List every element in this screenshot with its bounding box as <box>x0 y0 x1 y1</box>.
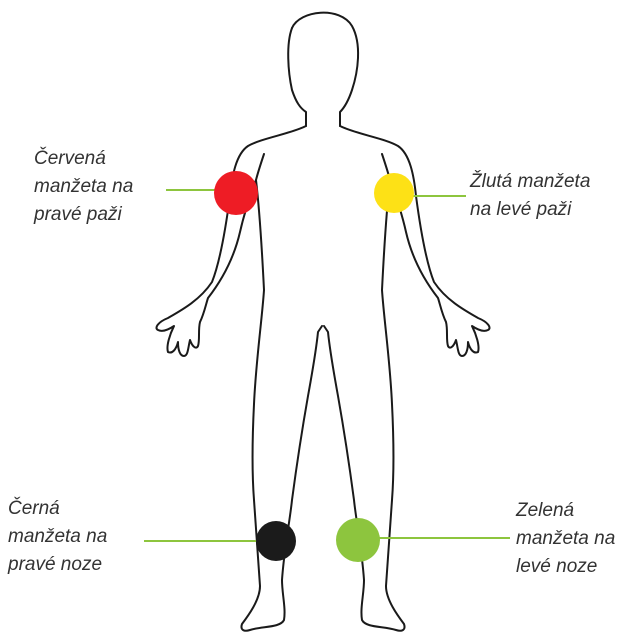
black-cuff-label: Černá manžeta na pravé noze <box>8 495 107 579</box>
leader-lines <box>144 190 510 541</box>
red-cuff-label: Červená manžeta na pravé paži <box>34 145 133 229</box>
green-cuff-dot <box>336 518 380 562</box>
left-inner-arm <box>256 154 264 180</box>
head-outline-left <box>288 28 306 126</box>
yellow-cuff-label: Žlutá manžeta na levé paži <box>470 168 590 224</box>
green-cuff-label: Zelená manžeta na levé noze <box>516 497 615 581</box>
black-cuff-dot <box>256 521 296 561</box>
red-cuff-dot <box>214 171 258 215</box>
yellow-cuff-dot <box>374 173 414 213</box>
